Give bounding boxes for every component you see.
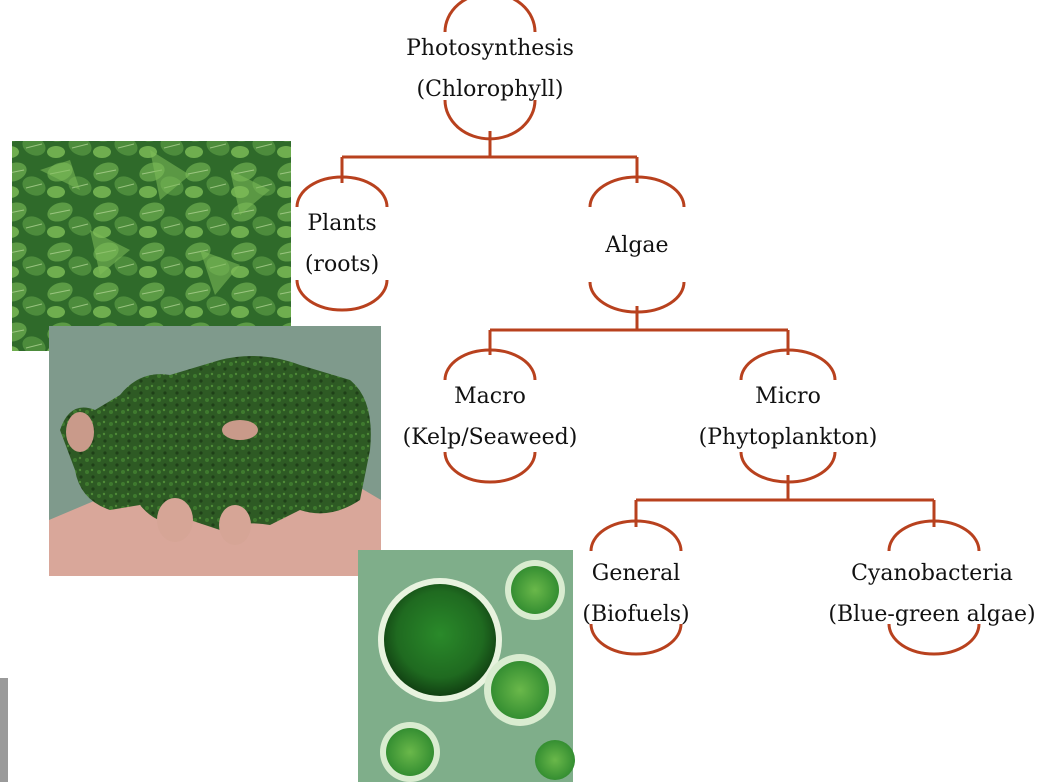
- node-label-line2: (Chlorophyll): [417, 77, 564, 102]
- tree-connectors: [342, 131, 934, 527]
- cropped-photo-edge: [0, 678, 8, 782]
- node-label-line1: Cyanobacteria: [851, 561, 1013, 586]
- node-plants: Plants (roots): [297, 177, 387, 310]
- node-label-line2: (Blue-green algae): [828, 602, 1035, 627]
- node-label-line1: Algae: [604, 233, 668, 258]
- node-general: General (Biofuels): [582, 521, 689, 654]
- node-bottom-arc: [591, 624, 681, 654]
- node-algae: Algae: [590, 177, 684, 312]
- node-top-arc: [445, 0, 535, 32]
- node-label-line2: (Kelp/Seaweed): [403, 425, 578, 450]
- photo-microscopic-cells: [358, 550, 575, 782]
- node-label-line1: Plants: [307, 211, 376, 236]
- node-macro: Macro (Kelp/Seaweed): [403, 350, 578, 482]
- node-label-line1: Photosynthesis: [406, 36, 574, 61]
- node-micro: Micro (Phytoplankton): [699, 350, 878, 482]
- photo-algae-in-hand: [49, 326, 381, 576]
- node-label-line1: Macro: [454, 384, 526, 409]
- node-label-line2: (Biofuels): [582, 602, 689, 627]
- node-cyanobacteria: Cyanobacteria (Blue-green algae): [828, 521, 1035, 654]
- node-label-line2: (Phytoplankton): [699, 425, 878, 450]
- node-label-line1: Micro: [755, 384, 821, 409]
- node-bottom-arc: [297, 280, 387, 310]
- node-bottom-arc: [445, 452, 535, 482]
- photo-strawberry-leaves: [12, 141, 291, 351]
- node-photosynthesis: Photosynthesis (Chlorophyll): [406, 0, 574, 139]
- node-label-line1: General: [592, 561, 680, 586]
- node-bottom-arc: [889, 624, 979, 654]
- node-label-line2: (roots): [305, 252, 379, 277]
